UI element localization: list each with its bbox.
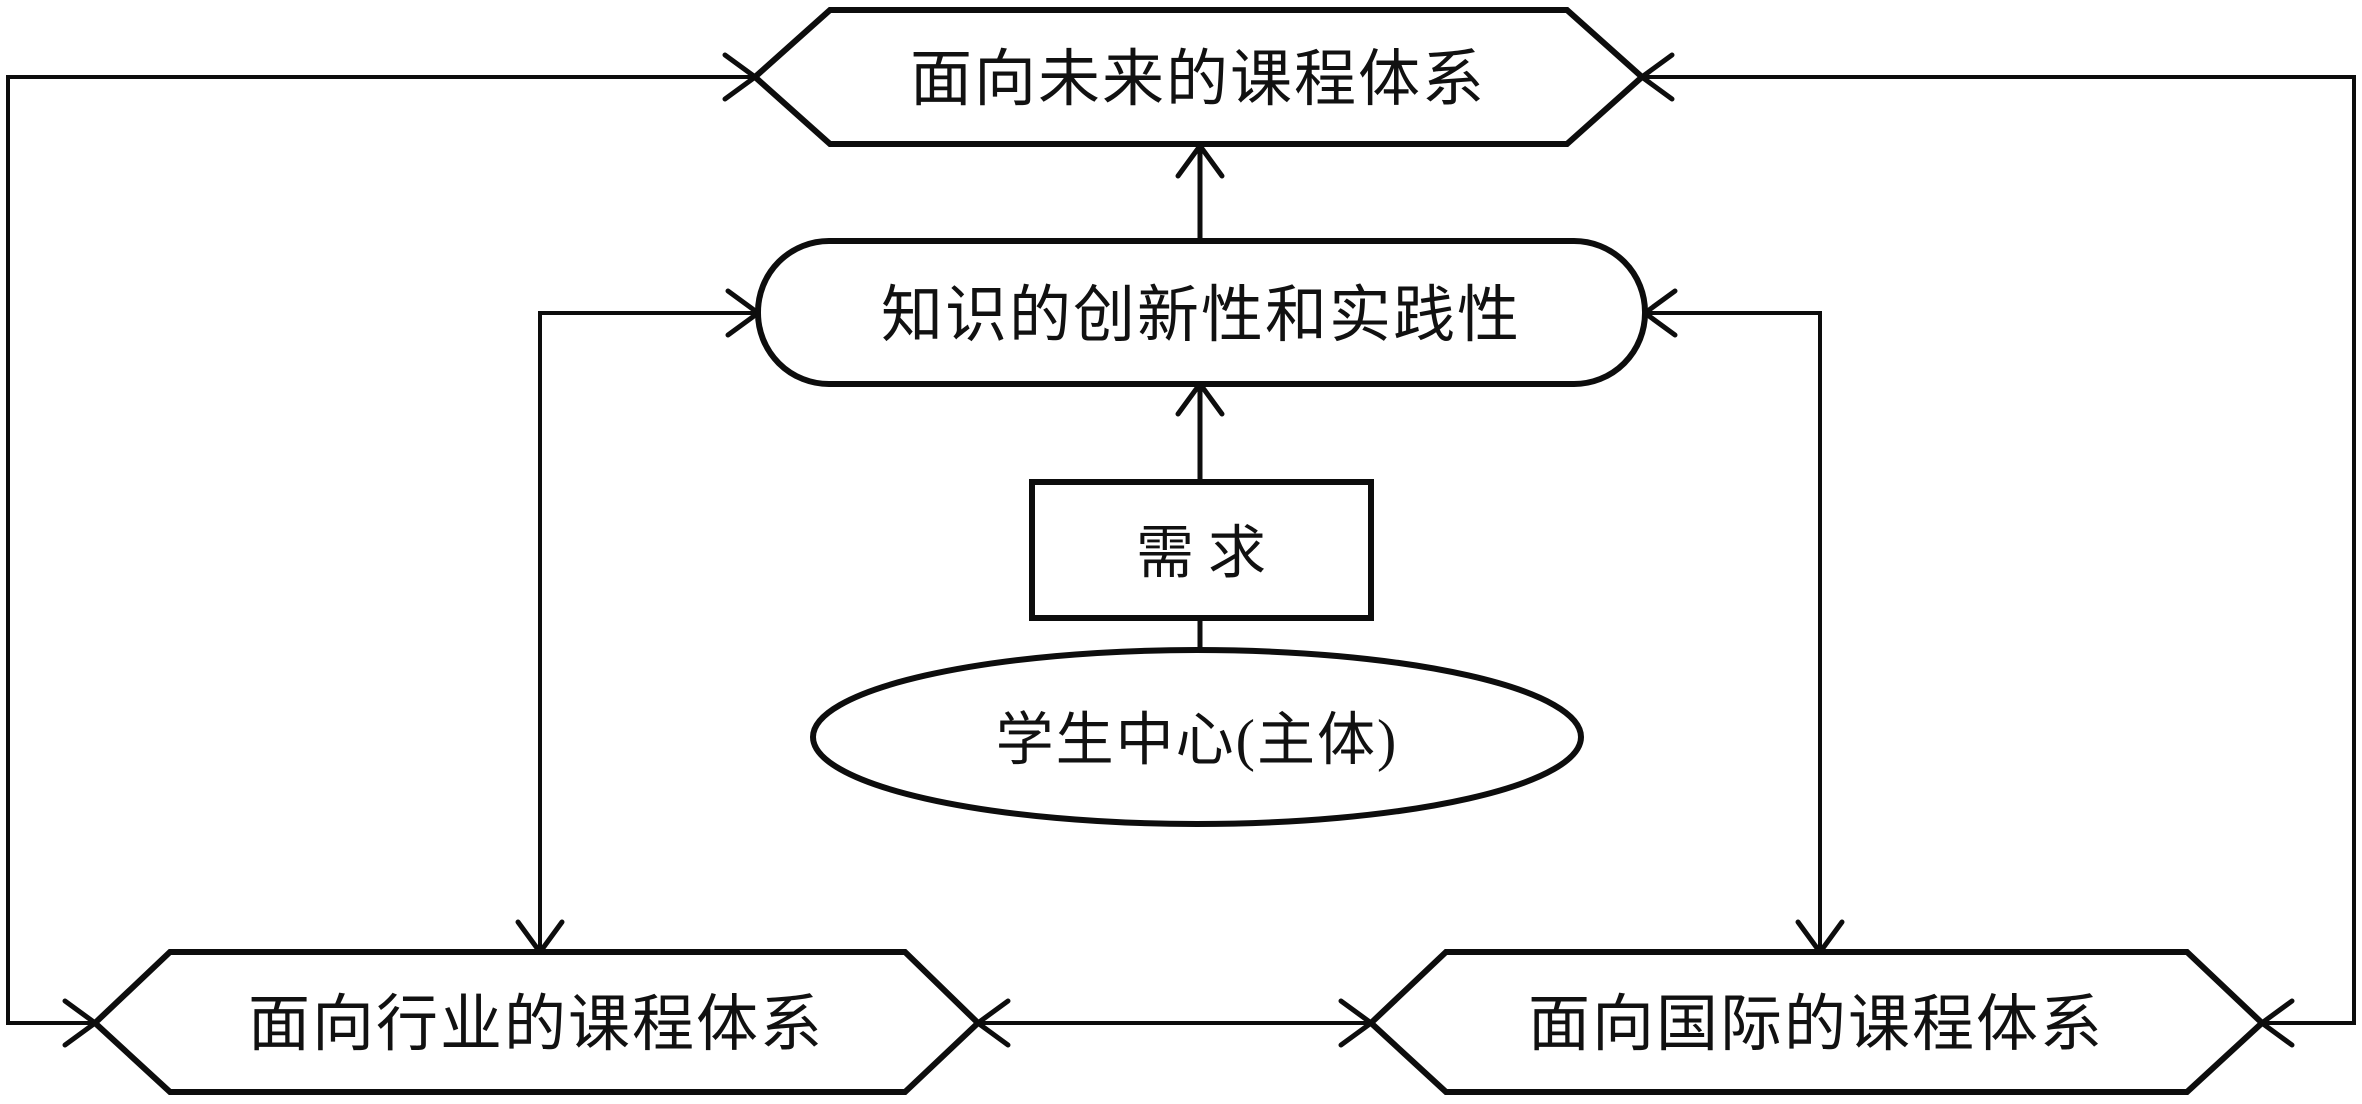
node-demand: 需求 [1029,479,1374,621]
connector-right-elbow [1645,311,1822,952]
hexagon-industry-outline [90,949,983,1095]
hexagon-international-outline [1366,949,2267,1095]
rectangle-demand-outline [1029,479,1374,621]
node-future-curriculum: 面向未来的课程体系 [750,7,1647,147]
node-industry-curriculum: 面向行业的课程体系 [90,949,983,1095]
hexagon-future-outline [750,7,1647,147]
node-knowledge-innovation-label: 知识的创新性和实践性 [881,282,1521,350]
connector-outer-left [6,75,755,1025]
connector-left-elbow [538,311,758,952]
node-student-center-label: 学生中心(主体) [996,708,1399,773]
node-future-curriculum-label: 面向未来的课程体系 [910,46,1486,114]
node-demand-label: 需求 [1136,521,1280,586]
ellipse-student-outline [810,647,1584,827]
stadium-knowledge-outline [755,238,1648,387]
node-international-curriculum: 面向国际的课程体系 [1366,949,2267,1095]
node-industry-curriculum-label: 面向行业的课程体系 [248,991,824,1059]
node-student-center: 学生中心(主体) [810,647,1584,827]
node-knowledge-innovation: 知识的创新性和实践性 [755,238,1648,387]
connector-outer-right [1642,75,2356,1025]
node-international-curriculum-label: 面向国际的课程体系 [1528,991,2104,1059]
